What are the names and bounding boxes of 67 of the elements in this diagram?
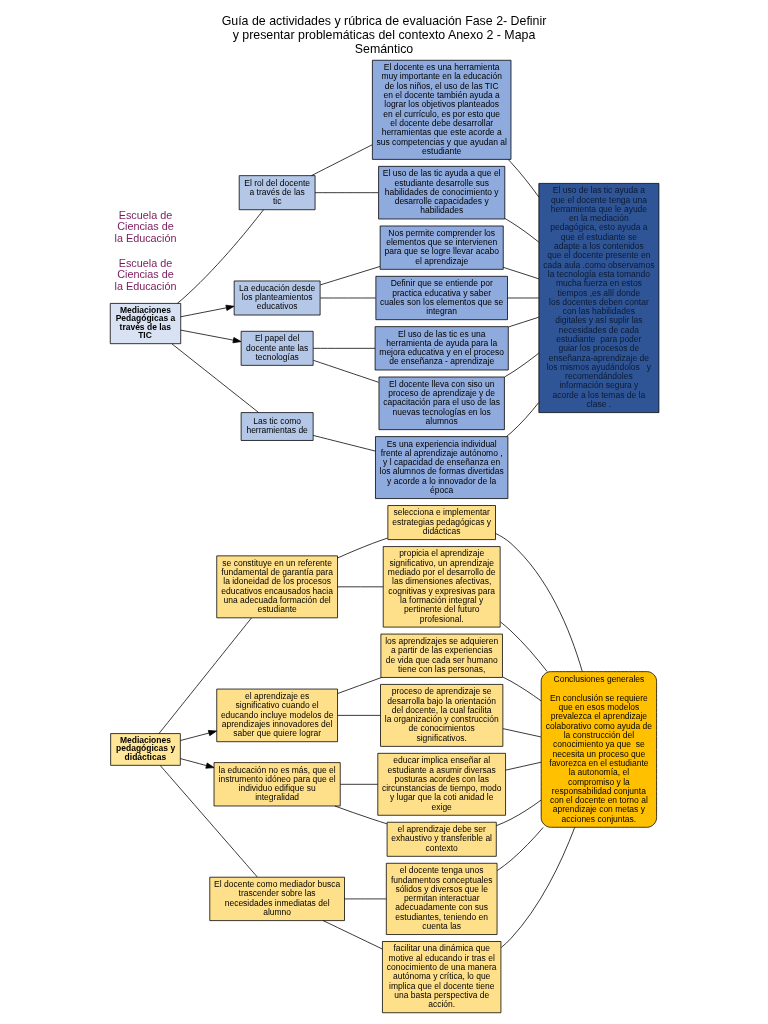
node-box: El uso de las tic ayuda a que el docente tenga una herramienta que le ayude en la mediación pedagógica, esto ayuda a que el estudiante se adapte a los contenidos que el docente presente en cada aula .como observamos la tecnología esta tomando mucha fuerza en estos tiempos ,es allí donde los docentes deben contar con las habilidades digitales y así suplir las necesidades de cada estudiante para poder guiar los procesos de enseñanza-aprendizaje de los mismos ayudándolos y recomendándoles información segura y acorde a los temas de la clase . — [538, 182, 660, 413]
node-box: Es una experiencia individual frente al aprendizaje autónomo , y l capacidad de enseñanza en los alumnos de formas divertidas y acorde a lo innovador de la época — [375, 435, 509, 499]
connector — [337, 585, 384, 587]
connector — [507, 297, 540, 298]
connector — [337, 714, 381, 716]
connector — [312, 434, 376, 451]
arrow — [180, 757, 215, 769]
connector — [176, 208, 264, 304]
connector — [322, 919, 383, 949]
node-box: El rol del docente a través de las tic — [238, 174, 316, 210]
connector — [504, 217, 540, 243]
connector — [334, 805, 388, 824]
arrow — [180, 729, 217, 741]
connector — [502, 676, 542, 701]
label: Escuela de Ciencias de la Educación — [114, 208, 177, 244]
connector — [312, 347, 376, 349]
node-box: Nos permite comprender los elementos que se intervienen para que se logre llevar acabo el aprendizaje — [379, 225, 504, 270]
connector — [502, 727, 542, 737]
connector — [158, 617, 252, 734]
connector — [504, 352, 540, 377]
node-box: el aprendizaje es significativo cuando el educando incluye modelos de aprendizajes innovadores del saber que quiere lograr — [216, 688, 338, 742]
connector — [159, 764, 258, 877]
connector — [508, 316, 540, 327]
arrow — [180, 304, 235, 317]
node-box: educar implica enseñar al estudiante a asumir diversas posturas acordes con las circunstancias de tiempo, modo y lugar que la coti anidad le exige — [377, 752, 506, 816]
connector — [337, 537, 388, 558]
node-box: el aprendizaje debe ser exhaustivo y transferible al contexto — [386, 821, 497, 857]
connector — [500, 826, 576, 948]
connector — [319, 265, 381, 285]
node-box: propicia el aprendizaje significativo, un aprendizaje mediado por el desarrollo de las dimensiones afectivas, cognitivas y expresivas para la formación integral y pertinente del futuro profesional. — [382, 545, 501, 627]
connector — [507, 158, 540, 197]
node-box: Las tic como herramientas de — [240, 411, 314, 441]
connector — [312, 359, 380, 383]
connector — [344, 898, 387, 899]
connector — [340, 783, 379, 785]
node-box: Mediaciones Pedagógicas a través de las TIC — [109, 302, 182, 344]
node-box: se constituye en un referente fundamental de garantía para la idoneidad de los procesos educativos encausados hacia una adecuada formación del estudiante — [216, 554, 338, 618]
connector — [311, 143, 373, 176]
label: Escuela de Ciencias de la Educación — [114, 256, 177, 292]
diagram-title: Guía de actividades y rúbrica de evaluación Fase 2- Definir y presentar problemáticas del contexto Anexo 2 - Mapa Semántico — [221, 13, 547, 56]
node-box: selecciona e implementar estrategias pedagógicas y didácticas — [387, 504, 496, 540]
connector — [502, 266, 540, 279]
node-box: la educación no es más, que el instrumento idóneo para que el individuo edifique su integralidad — [213, 761, 341, 806]
node-box: el docente tenga unos fundamentos conceptuales sólidos y diversos que le permitan interactuar adecuadamente con sus estudiantes, teniendo en cuenta las — [385, 862, 498, 935]
connector — [500, 621, 548, 672]
node-box: facilitar una dinámica que motive al educando ir tras el conocimiento de una manera autónoma y crítica, lo que implica que el docente tiene una basta perspectiva de acción. — [382, 940, 502, 1013]
node-box: El docente lleva con siso un proceso de aprendizaje y de capacitación para el uso de las nuevas tecnologías en los alumnos — [378, 376, 505, 430]
connector — [495, 532, 583, 672]
connector — [171, 343, 260, 413]
node-box: El uso de las tic es una herramienta de ayuda para la mejora educativa y en el proceso de enseñanza - aprendizaje — [374, 325, 509, 370]
node-box: La educación desde los planteamientos educativos — [233, 280, 321, 315]
connector — [506, 401, 540, 437]
arrow — [180, 329, 242, 343]
connector — [496, 799, 542, 826]
node-box: El docente es una herramienta muy importante en la educación de los niños, el uso de las TIC en el docente también ayuda a lograr los objetivos planteados en el currículo, es por esto que el docente debe desarrollar herramientas que este acorde a sus competencias y que ayudan al estudiante — [372, 59, 512, 160]
connector — [496, 826, 544, 871]
node-box: Definir que se entiende por practica educativa y saber cuales son los elementos que se integran — [375, 275, 508, 320]
node-box: proceso de aprendizaje se desarrolla bajo la orientación del docente, la cual facilita la organización y construcción de conocimientos significativos. — [380, 683, 504, 747]
connector — [314, 191, 379, 193]
node-box: Conclusiones generales En conclusión se requiere que en esos modelos prevalezca el aprendizaje colaborativo como ayuda de la construcción del conocimiento ya que se necesita un proceso que favorezca en el estudiante la autonomía, el compromiso y la responsabilidad conjunta con el docente en torno al aprendizaje con metas y acciones conjuntas. — [540, 670, 657, 828]
node-box: El docente como mediador busca trascender sobre las necesidades inmediatas del alumno — [209, 876, 345, 921]
node-box: El papel del docente ante las tecnologías — [240, 330, 314, 366]
node-box: Mediaciones pedagógicas y didácticas — [110, 732, 181, 766]
connector — [337, 676, 382, 694]
node-box: los aprendizajes se adquieren a partir de las experiencias de vida que cada ser humano tiene con las personas, — [380, 633, 503, 678]
connector — [505, 761, 542, 770]
node-box: El uso de las tic ayuda a que el estudiante desarrolle sus habilidades de conocimiento y desarrolle capacidades y habilidades — [378, 165, 506, 219]
